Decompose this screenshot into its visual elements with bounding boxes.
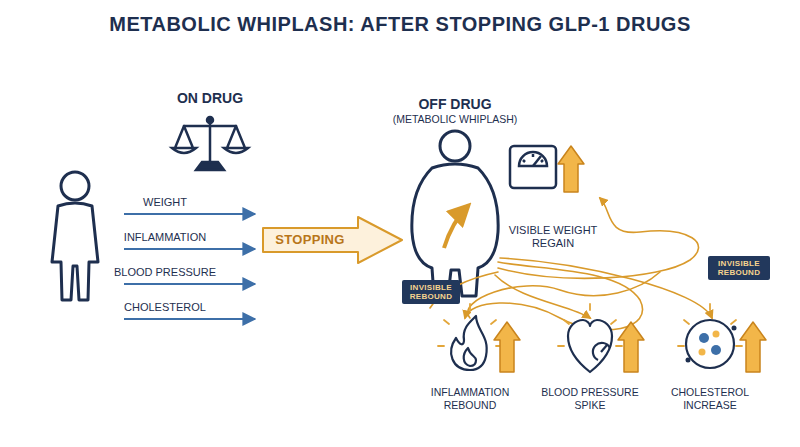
cholesterol-molecule-icon [686,320,734,368]
tag-label: INVISIBLE REBOUND [712,259,766,277]
balance-scale-icon [224,126,248,153]
flame-icon [451,316,487,370]
radiating-lines [611,320,616,324]
cholesterol-molecule-icon [732,326,737,331]
weight-scale-icon [532,154,535,157]
balance-scale-icon [172,117,248,170]
person-figure [440,131,470,161]
rebound-tangle [465,262,643,330]
weight-scale-icon [510,146,556,188]
radiating-lines [558,345,564,347]
rebound-tangle [498,198,699,278]
radiating-lines [731,320,736,324]
radiating-lines [491,320,496,324]
radiating-lines [589,304,591,310]
effect-label: VISIBLE WEIGHT REGAIN [503,224,603,250]
rebound-tag: INVISIBLE REBOUND [708,256,770,280]
metric-label: WEIGHT [105,196,225,209]
heart-gauge-icon [601,345,607,352]
section-heading: OFF DRUG [395,96,515,113]
trend-arrow [124,248,255,250]
weight-scale-icon [523,160,525,162]
metric-label: CHOLESTEROL [105,301,225,314]
tag-label: INVISIBLE REBOUND [406,283,456,301]
stopping-arrow: STOPPING [262,216,404,264]
rebound-tangle [500,258,712,318]
person-figure [52,203,98,300]
flame-icon [451,316,487,370]
diagram-title: METABOLIC WHIPLASH: AFTER STOPPING GLP-1… [0,12,800,36]
trend-arrow [124,213,255,215]
section-subheading: (METABOLIC WHIPLASH) [380,113,530,126]
balance-scale-icon [172,126,196,153]
rebound-tangle [430,198,712,330]
regain-curve-arrow [444,206,468,248]
radiating-lines [709,304,711,310]
rebound-tag: INVISIBLE REBOUND [402,280,460,304]
radiating-lines [736,345,742,347]
balance-scale-icon [184,125,236,128]
arrow-label: STOPPING [262,216,358,264]
radiating-lines [616,345,622,347]
cholesterol-molecule-icon [686,358,691,363]
increase-arrow [740,322,766,372]
flame-icon [464,348,476,366]
cholesterol-molecule-icon [686,320,737,368]
balance-scale-icon [196,162,224,170]
metric-label: BLOOD PRESSURE [105,266,225,279]
effect-label: CHOLESTEROL INCREASE [660,386,760,411]
person-figure [412,131,498,296]
balance-scale-icon [207,117,213,123]
weight-scale-icon [533,156,541,166]
radiating-lines [678,345,684,347]
cholesterol-molecule-icon [699,333,709,343]
rebound-tangle [468,272,660,318]
increase-arrow [558,146,584,192]
cholesterol-molecule-icon [713,331,720,338]
weight-scale-icon [541,160,543,162]
trend-arrow [124,318,255,320]
weight-scale-icon [510,146,556,188]
heart-gauge-icon [568,320,612,372]
radiating-lines [564,320,569,324]
weight-scale-icon [519,152,547,166]
metric-label: INFLAMMATION [105,231,225,244]
increase-arrow [618,322,644,372]
radiating-lines [469,304,471,310]
person-figure [412,164,498,296]
trend-arrow [124,283,255,285]
cholesterol-molecule-icon [699,349,706,356]
radiating-lines [684,320,689,324]
radiating-lines [438,345,444,347]
increase-arrow [494,322,766,372]
cholesterol-molecule-icon [711,345,721,355]
person-figure [52,172,98,300]
rebound-tangle [495,275,590,318]
person-figure [61,172,89,200]
effect-label: BLOOD PRESSURE SPIKE [540,386,640,411]
arrow-outline [263,217,402,263]
section-heading: ON DRUG [150,90,270,107]
effect-label: INFLAMMATION REBOUND [420,386,520,411]
heart-gauge-icon [593,343,610,360]
heart-gauge-icon [568,320,612,372]
radiating-lines [444,320,449,324]
increase-arrow [558,146,584,192]
increase-arrow [494,322,520,372]
